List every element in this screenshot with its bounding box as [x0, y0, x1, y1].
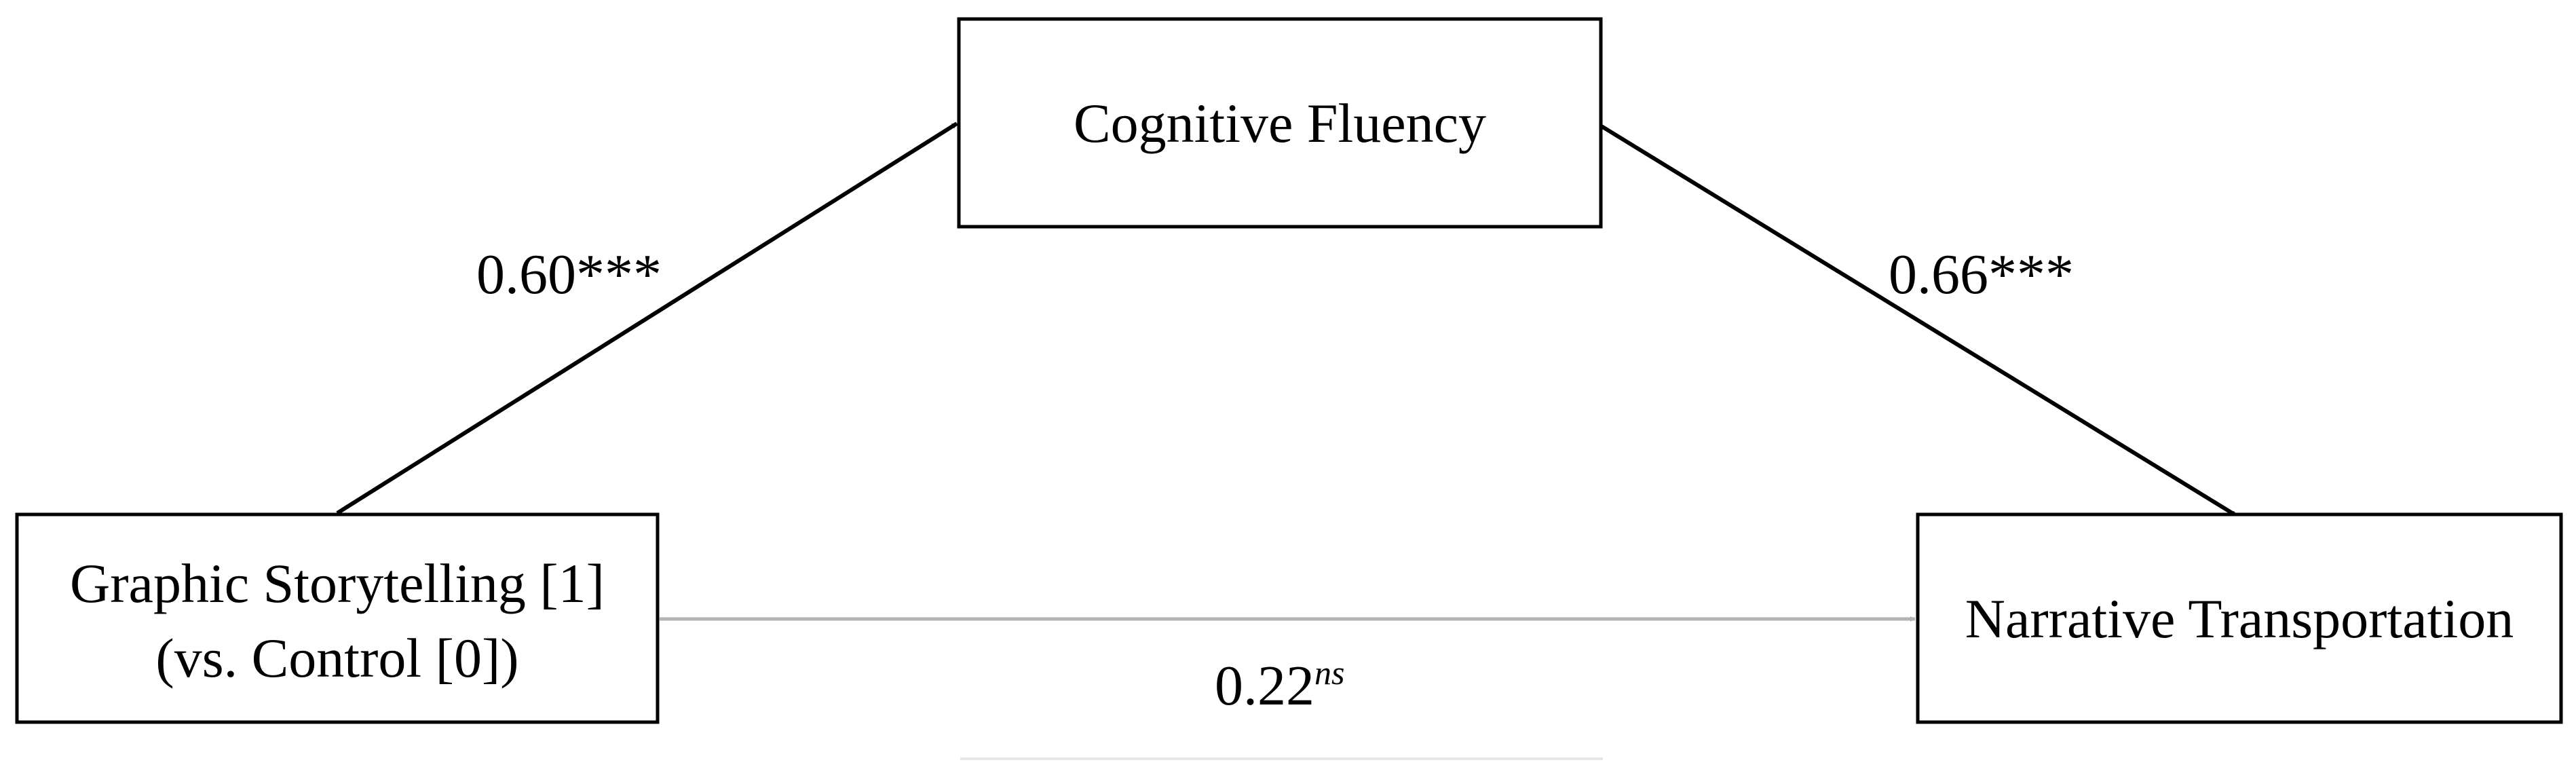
- predictor-label-line1: Graphic Storytelling [1]: [70, 552, 605, 614]
- outcome-label: Narrative Transportation: [1965, 588, 2514, 650]
- mediator-node: Cognitive Fluency: [957, 17, 1603, 229]
- outcome-node: Narrative Transportation: [1916, 512, 2563, 724]
- path-a-arrow: [336, 121, 958, 515]
- path-b-arrow: [1600, 124, 2238, 518]
- path-c-prime-significance: ns: [1314, 654, 1344, 692]
- predictor-label-line2: (vs. Control [0]): [155, 627, 518, 689]
- predictor-node: Graphic Storytelling [1] (vs. Control [0…: [15, 512, 660, 724]
- mediator-label: Cognitive Fluency: [1074, 92, 1486, 154]
- path-b-coefficient: 0.66***: [1889, 243, 2074, 306]
- path-c-prime-coefficient: 0.22: [1215, 654, 1314, 717]
- path-c-prime-label: 0.22ns: [1215, 654, 1344, 717]
- path-a-coefficient: 0.60***: [476, 243, 662, 306]
